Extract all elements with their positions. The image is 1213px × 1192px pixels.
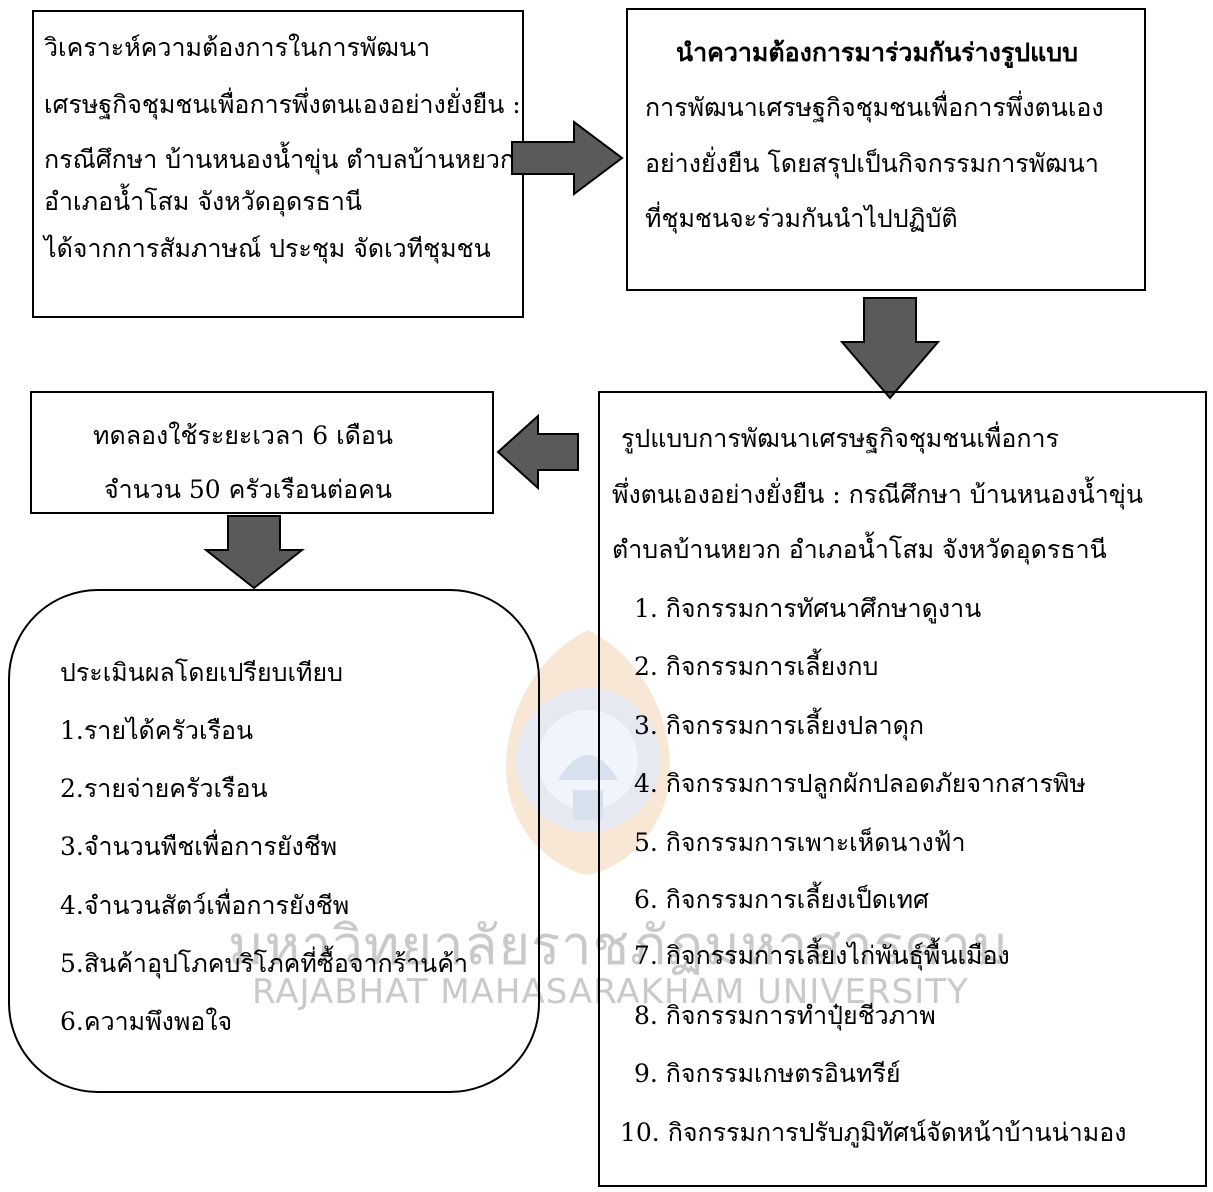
arrow-down-right: [839, 297, 941, 400]
arrow-down-left: [203, 515, 305, 590]
draft-model-line-1: การพัฒนาเศรษฐกิจชุมชนเพื่อการพึ่งตนเอง: [645, 93, 1104, 122]
model-header-2: พึ่งตนเองอย่างยั่งยืน : กรณีศึกษา บ้านหน…: [612, 480, 1143, 509]
activity-item: 10. กิจกรรมการปรับภูมิทัศน์จัดหน้าบ้านน่…: [620, 1118, 1127, 1147]
analysis-line-5: ได้จากการสัมภาษณ์ ประชุม จัดเวทีชุมชน: [44, 234, 491, 263]
activity-item: 6. กิจกรรมการเลี้ยงเป็ดเทศ: [634, 885, 929, 914]
evaluation-item: 1.รายได้ครัวเรือน: [60, 716, 254, 745]
trial-box: [30, 391, 494, 514]
model-header-1: รูปแบบการพัฒนาเศรษฐกิจชุมชนเพื่อการ: [621, 424, 1059, 453]
analysis-line-2: เศรษฐกิจชุมชนเพื่อการพึ่งตนเองอย่างยั่งย…: [44, 90, 521, 119]
draft-model-title: นำความต้องการมาร่วมกันร่างรูปแบบ: [676, 38, 1078, 67]
trial-line-2: จำนวน 50 ครัวเรือนต่อคน: [104, 475, 392, 504]
evaluation-item: 5.สินค้าอุปโภคบริโภคที่ซื้อจากร้านค้า: [60, 949, 469, 978]
evaluation-title: ประเมินผลโดยเปรียบเทียบ: [60, 658, 344, 687]
activity-item: 4. กิจกรรมการปลูกผักปลอดภัยจากสารพิษ: [634, 769, 1086, 798]
evaluation-item: 3.จำนวนพืชเพื่อการยังชีพ: [60, 832, 338, 861]
evaluation-item: 2.รายจ่ายครัวเรือน: [60, 774, 268, 803]
activity-item: 1. กิจกรรมการทัศนาศึกษาดูงาน: [634, 594, 982, 623]
model-header-3: ตำบลบ้านหยวก อำเภอน้ำโสม จังหวัดอุดรธานี: [612, 535, 1107, 564]
model-box: [598, 391, 1207, 1187]
analysis-line-4: อำเภอน้ำโสม จังหวัดอุดรธานี: [44, 187, 363, 216]
draft-model-box: [626, 8, 1146, 291]
activity-item: 8. กิจกรรมการทำปุ๋ยชีวภาพ: [634, 1001, 936, 1030]
activity-item: 9. กิจกรรมเกษตรอินทรีย์: [634, 1059, 901, 1088]
trial-line-1: ทดลองใช้ระยะเวลา 6 เดือน: [93, 421, 393, 450]
activity-item: 3. กิจกรรมการเลี้ยงปลาดุก: [634, 711, 924, 740]
analysis-line-3: กรณีศึกษา บ้านหนองน้ำขุ่น ตำบลบ้านหยวก: [44, 145, 516, 174]
draft-model-line-2: อย่างยั่งยืน โดยสรุปเป็นกิจกรรมการพัฒนา: [645, 149, 1099, 178]
arrow-right: [511, 120, 624, 196]
evaluation-item: 6.ความพึงพอใจ: [60, 1007, 233, 1036]
evaluation-box: [8, 589, 540, 1093]
draft-model-line-3: ที่ชุมชนจะร่วมกันนำไปปฏิบัติ: [645, 204, 958, 233]
activity-item: 2. กิจกรรมการเลี้ยงกบ: [634, 652, 879, 681]
evaluation-item: 4.จำนวนสัตว์เพื่อการยังชีพ: [60, 891, 350, 920]
activity-item: 7. กิจกรรมการเลี้ยงไก่พันธุ์พื้นเมือง: [634, 941, 1010, 970]
analysis-line-1: วิเคราะห์ความต้องการในการพัฒนา: [44, 33, 431, 62]
activity-item: 5. กิจกรรมการเพาะเห็ดนางฟ้า: [634, 828, 966, 857]
arrow-left: [496, 413, 579, 491]
